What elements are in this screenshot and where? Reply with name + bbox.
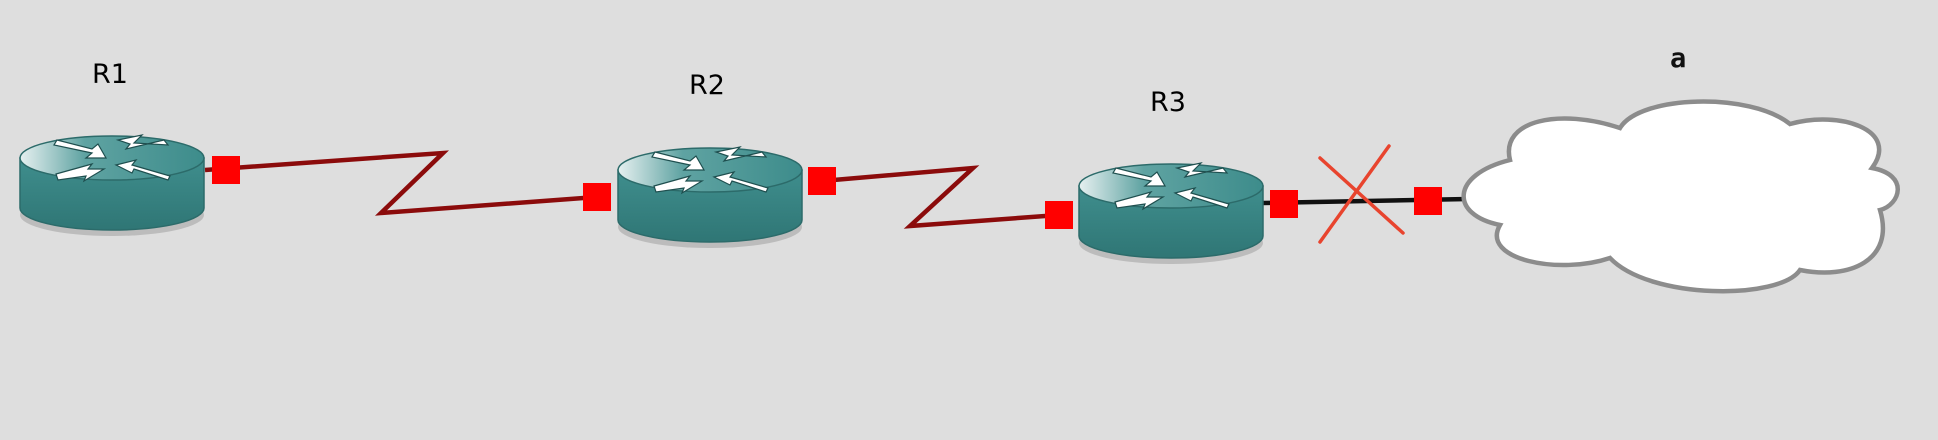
serial-link-r2-r3[interactable] [821,165,1060,229]
router-icon [19,134,205,237]
port-r2-serial-a[interactable] [583,183,611,211]
port-r3-ethernet[interactable] [1270,190,1298,218]
port-r2-serial-b[interactable] [808,167,836,195]
port-r3-serial[interactable] [1045,201,1073,229]
cloud-node[interactable] [1461,99,1900,294]
label-r2: R2 [689,70,725,101]
cloud-icon [1461,99,1900,294]
label-cloud: a [1670,43,1686,74]
serial-link-r1-r2[interactable] [204,150,598,216]
label-r1: R1 [92,59,128,90]
port-cloud[interactable] [1414,187,1442,215]
router-r2[interactable] [617,146,803,249]
router-r3[interactable] [1078,162,1264,265]
link-down-x-icon [1318,144,1405,244]
label-r3: R3 [1150,87,1186,118]
router-icon [1078,162,1264,265]
ports [212,156,1442,229]
router-icon [617,146,803,249]
router-r1[interactable] [19,134,205,237]
port-r1-serial[interactable] [212,156,240,184]
